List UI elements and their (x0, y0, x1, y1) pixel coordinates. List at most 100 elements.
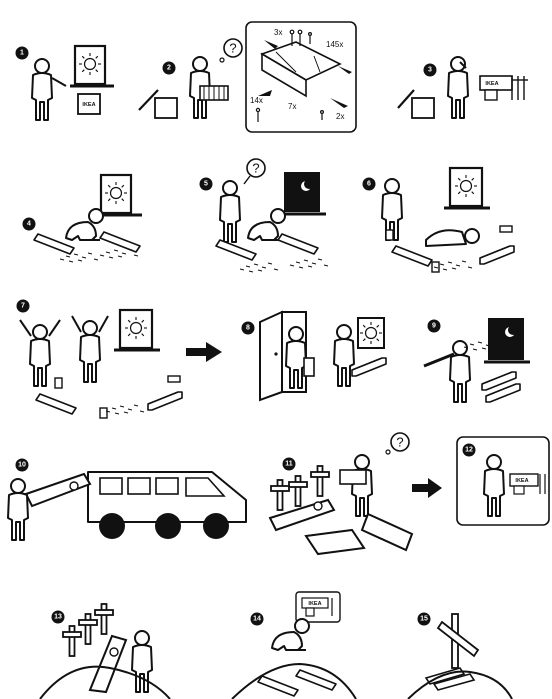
step-badge: 2 (162, 61, 176, 75)
store-brand-label: IKEA (515, 478, 528, 484)
step-number: 6 (367, 181, 371, 188)
step-14-panel: 14 IKEA (231, 591, 357, 699)
step-number: 12 (465, 447, 473, 454)
step-badge: 1 (15, 46, 29, 60)
shelf (351, 357, 387, 377)
step-number: 11 (285, 461, 293, 468)
person-reading-manual (339, 454, 373, 517)
empty-box (138, 89, 178, 119)
screw-icons (255, 29, 325, 122)
step-badge: 4 (22, 217, 36, 231)
standing-woman (219, 180, 241, 243)
cheering-person (71, 315, 109, 383)
hearse-van (87, 471, 247, 539)
step-badge: 15 (417, 612, 431, 626)
step-number: 1 (20, 50, 24, 57)
person-figure (31, 58, 67, 121)
paint-can-icon (54, 375, 181, 419)
person-reading-manual (189, 56, 229, 119)
step-number: 10 (18, 462, 26, 469)
ground-mound (407, 670, 513, 699)
step-number: 9 (432, 323, 436, 330)
thought-bubble-icon: ? (219, 38, 243, 63)
step-badge: 11 (282, 457, 296, 471)
step-4-panel: 4 (22, 173, 142, 263)
boards (257, 669, 337, 697)
step-8-panel: 8 (241, 310, 387, 402)
parts-inset: 3x 145x 14x 7x 2x (245, 21, 357, 133)
person-on-phone (447, 56, 469, 119)
arrow-icons (258, 40, 352, 108)
window-sun-icon (70, 44, 114, 88)
step-badge: 6 (362, 177, 376, 191)
standing-woman (333, 324, 355, 387)
ikea-store-icon: IKEA (509, 473, 546, 495)
coffin (24, 472, 92, 508)
undertaker-person (7, 478, 29, 541)
step-5-panel: 5 ? (199, 158, 329, 273)
crouching-worker (271, 618, 310, 651)
window-sun-icon (96, 173, 142, 217)
step-badge: 12 (462, 443, 476, 457)
step-11-panel: 11 ? (268, 432, 442, 556)
boards (391, 245, 515, 267)
part-qty-label: 2x (336, 112, 344, 121)
step-number: 2 (167, 65, 171, 72)
arrow-right-icon (186, 342, 222, 362)
step-1-panel: 1 IKEA (15, 44, 114, 121)
part-qty-label: 14x (250, 96, 263, 105)
step-badge: 8 (241, 321, 255, 335)
step-badge: 3 (423, 63, 437, 77)
step-7-panel: 7 (16, 299, 222, 419)
step-badge: 7 (16, 299, 30, 313)
step-badge: 5 (199, 177, 213, 191)
arrow-right-icon (412, 478, 442, 498)
window-sun-icon (357, 317, 385, 349)
step-number: 13 (54, 614, 62, 621)
step-number: 14 (253, 616, 261, 623)
thought-bubble-icon: ? (243, 158, 266, 185)
step-13-panel: 13 (39, 603, 171, 699)
question-mark: ? (396, 435, 403, 450)
step-15-panel: 15 (407, 612, 513, 699)
step-3-panel: 3 IKEA (397, 56, 528, 119)
step-9-panel: 9 (423, 318, 530, 403)
step-12-panel: 12 IKEA (456, 436, 550, 526)
sleeping-person (425, 228, 480, 247)
ground-mound (39, 665, 171, 699)
scattered-screws (239, 258, 329, 273)
part-qty-label: 3x (274, 28, 282, 37)
window-sun-icon (114, 308, 160, 352)
person-with-gun (423, 340, 471, 403)
step-10-panel: 10 (7, 458, 247, 541)
grave-crosses (62, 603, 114, 657)
empty-box (397, 89, 435, 119)
step-number: 7 (21, 303, 25, 310)
step-number: 8 (246, 325, 250, 332)
step-badge: 14 (250, 612, 264, 626)
step-number: 4 (27, 221, 31, 228)
box-brand-label: IKEA (82, 102, 95, 108)
cheering-person (19, 319, 61, 387)
person-leaving (285, 326, 315, 389)
coffin (88, 634, 128, 694)
step-6-panel: 6 (362, 166, 515, 273)
ikea-store-icon: IKEA (479, 75, 528, 101)
store-brand-label: IKEA (485, 81, 498, 87)
crouching-person (247, 208, 286, 241)
scattered-screws (433, 260, 473, 271)
step-number: 5 (204, 181, 208, 188)
question-mark: ? (252, 161, 259, 176)
window-moon-icon (484, 318, 530, 364)
open-grave (268, 498, 414, 556)
step-badge: 13 (51, 610, 65, 624)
step-number: 15 (420, 616, 428, 623)
part-qty-label: 145x (326, 40, 343, 49)
ikea-store-inset: IKEA (295, 591, 341, 623)
step-badge: 9 (427, 319, 441, 333)
ground-mound (231, 662, 357, 699)
ikea-box: IKEA (77, 93, 101, 115)
step-number: 3 (428, 67, 432, 74)
step-2-panel: 2 ? (138, 21, 357, 133)
